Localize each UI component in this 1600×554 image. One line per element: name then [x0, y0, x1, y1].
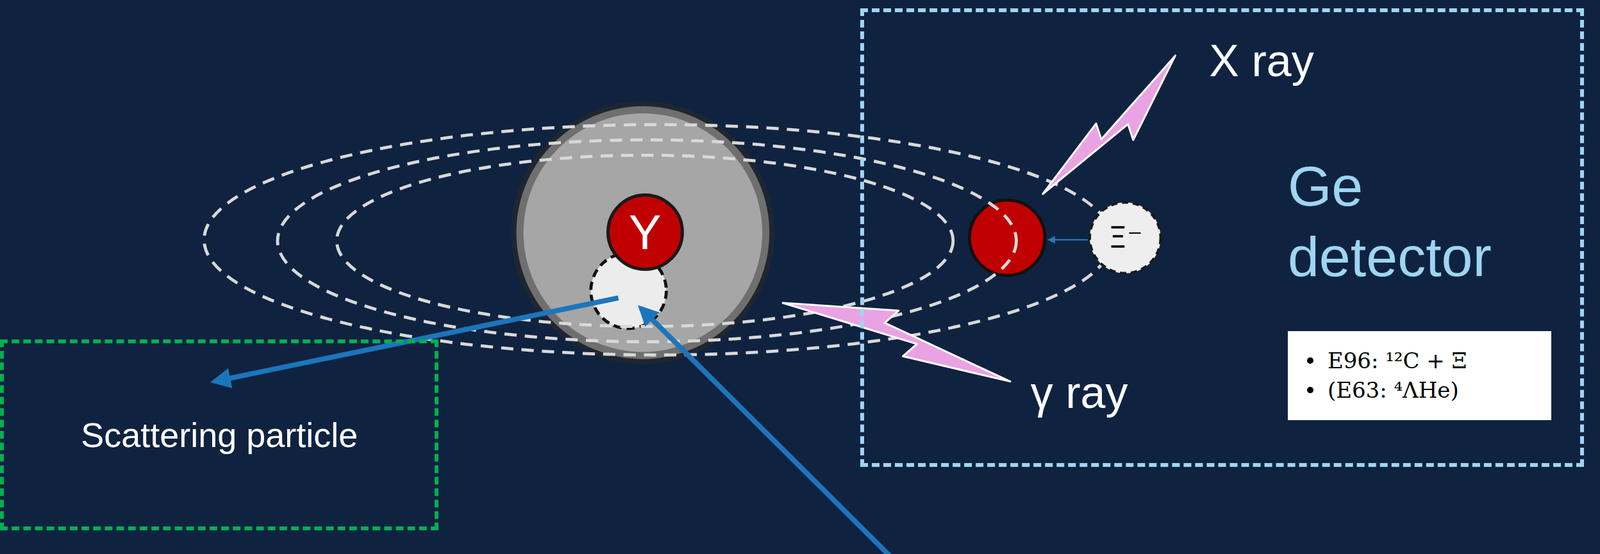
scattering-particle-box: Scattering particle	[0, 339, 439, 531]
xi-minus-circle: Ξ⁻	[1088, 201, 1163, 275]
circle-shape	[607, 195, 683, 270]
gamma-ray-bolt	[782, 263, 1017, 409]
box-label: Scattering particle	[80, 414, 358, 457]
gamma-ray-label: γ ray	[1030, 370, 1129, 416]
detector-label: Ge detector	[1287, 151, 1543, 293]
particle-symbol: Ξ⁻	[1108, 223, 1143, 253]
particle-symbol: Y	[628, 208, 662, 258]
atomic-orbits	[203, 125, 1113, 356]
nucleus-core	[523, 113, 763, 352]
x-ray-label: X ray	[1208, 38, 1314, 84]
circle-shape	[1089, 202, 1161, 274]
incoming-beam-arrow	[641, 308, 893, 554]
orbit	[203, 125, 1113, 356]
experiment-item: (E63: ⁴ΛHe)	[1327, 376, 1539, 406]
nucleus	[511, 101, 775, 365]
nucleus-rim	[511, 101, 775, 365]
capture-arrow	[1048, 239, 1088, 241]
experiment-item: E96: ¹²C + Ξ	[1327, 346, 1539, 377]
experiment-list-box: E96: ¹²C + Ξ(E63: ⁴ΛHe)	[1287, 331, 1552, 420]
hyperon-circle: Y	[606, 193, 684, 272]
x-ray-bolt	[1026, 55, 1201, 206]
